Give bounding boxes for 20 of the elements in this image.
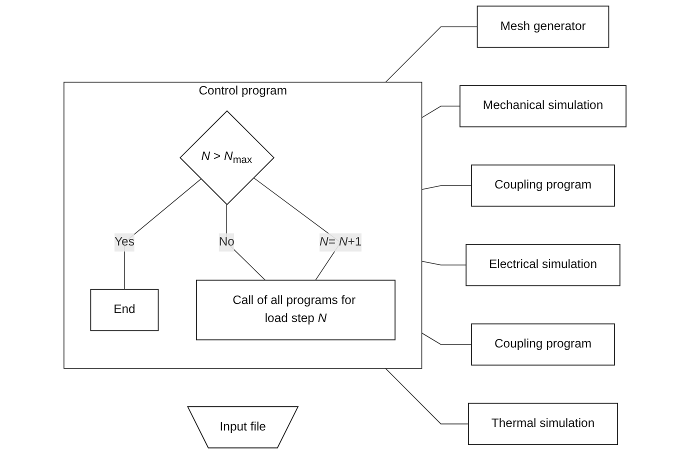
connector — [421, 185, 472, 190]
connector — [421, 332, 472, 345]
edge-label: Yes — [114, 236, 134, 249]
node-box: Coupling program — [471, 164, 615, 207]
connector — [421, 260, 466, 266]
node-box: Call of all programs for load step N — [196, 280, 396, 340]
connector — [226, 204, 266, 281]
node-box: Coupling program — [471, 323, 615, 366]
node-box: Electrical simulation — [466, 244, 620, 286]
connector — [421, 106, 460, 118]
connector — [385, 26, 478, 83]
edge-label: N= N+1 — [320, 236, 362, 249]
node-diamond: N > N$_{max}$ — [180, 110, 275, 206]
node-box: End — [90, 288, 159, 332]
node-box: Mechanical simulation — [460, 85, 626, 128]
node-box: Mesh generator — [476, 6, 610, 48]
edge-label: No — [218, 236, 234, 249]
node-box: Thermal simulation — [468, 402, 618, 446]
connector — [385, 368, 469, 424]
connector — [124, 178, 202, 290]
